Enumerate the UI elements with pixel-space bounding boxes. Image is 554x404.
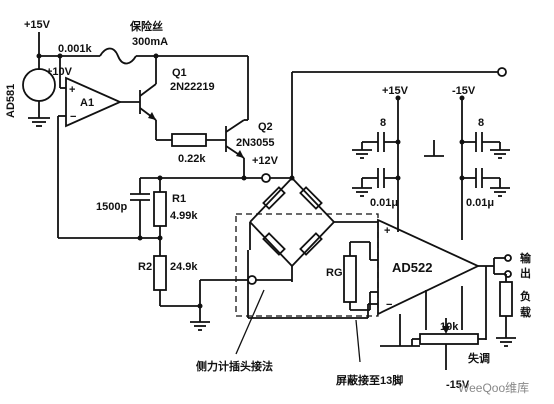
svg-text:+: +: [384, 225, 390, 237]
opamp-a1-label: A1: [80, 97, 94, 109]
svg-text:+: +: [69, 84, 75, 96]
offset-potentiometer-10k: [419, 333, 479, 345]
output-label-1: 输: [520, 251, 532, 265]
capacitor-8-label-a: 8: [380, 117, 386, 129]
supply-label-minus15-right: -15V: [452, 85, 476, 97]
capacitor-1500p-label: 1500p: [96, 201, 127, 213]
supply-label-plus15-topleft: +15V: [24, 19, 51, 31]
strain-gauge-plug-note: 侧力计插头接法: [196, 359, 273, 373]
output-label-2: 出: [520, 266, 531, 280]
fuse-label: 保险丝: [129, 19, 163, 33]
r1-value-label: 4.99k: [170, 210, 198, 222]
fuse-symbol: [99, 47, 137, 65]
svg-text:−: −: [386, 299, 392, 311]
pot-10k-label: 10k: [440, 321, 459, 333]
shield-connection-note: 屏蔽接至13脚: [336, 373, 403, 387]
shield-pointer: [355, 319, 361, 363]
q1-label: Q1: [172, 67, 187, 79]
watermark: WeeQoo维库: [458, 380, 529, 395]
q1-part-label: 2N22219: [170, 81, 215, 93]
fuse-rating-label: 300mA: [132, 36, 168, 48]
bridge-resistor: [299, 186, 323, 210]
r1-label: R1: [172, 193, 186, 205]
bridge-resistor: [262, 186, 286, 210]
ad581-label: AD581: [5, 84, 17, 118]
terminal-bridge-bottom: [247, 275, 257, 285]
r2-value-label: 24.9k: [170, 261, 198, 273]
ad522-section: RG + − AD522 +15V 8: [326, 85, 532, 391]
q2-label: Q2: [258, 121, 273, 133]
rg-label: RG: [326, 267, 343, 279]
terminal-plus12v: [261, 173, 271, 183]
load-label-2: 载: [520, 305, 531, 319]
reference-section: +15V AD581 +10V 0.001k 保险丝 300mA A1 + −: [5, 19, 292, 331]
resistor-0001k-label: 0.001k: [58, 43, 93, 55]
load-resistor: [499, 281, 513, 317]
instrumentation-amplifier-ad522: [377, 218, 481, 316]
ad522-label: AD522: [392, 260, 432, 275]
bridge-resistor: [262, 232, 286, 256]
capacitor-001-label-b: 0.01μ: [466, 197, 494, 209]
load-label-1: 负: [520, 289, 531, 303]
bridge-resistor: [299, 232, 323, 256]
offset-adjust-label: 失调: [468, 351, 490, 365]
capacitor-8-label-b: 8: [478, 117, 484, 129]
terminal-top-right: [497, 67, 507, 77]
supply-label-minus15-bottom: -15V: [446, 379, 470, 391]
capacitor-001-label-a: 0.01μ: [370, 197, 398, 209]
resistor-r1: [153, 191, 167, 227]
output-terminal: [504, 270, 512, 278]
annotations: 侧力计插头接法 屏蔽接至13脚 WeeQoo维库: [196, 289, 529, 395]
gauge-plug-pointer: [235, 289, 265, 355]
resistor-022k-label: 0.22k: [178, 153, 206, 165]
resistor-rg: [343, 255, 357, 303]
plus12v-label: +12V: [252, 155, 279, 167]
r2-label: R2: [138, 261, 152, 273]
opamp-a1: [65, 76, 123, 128]
output-terminal: [504, 254, 512, 262]
resistor-022k: [171, 133, 207, 147]
strain-gauge-bridge: [235, 67, 507, 319]
supply-label-plus15-right: +15V: [382, 85, 409, 97]
resistor-r2: [153, 255, 167, 291]
q2-part-label: 2N3055: [236, 137, 275, 149]
svg-text:−: −: [70, 111, 76, 123]
